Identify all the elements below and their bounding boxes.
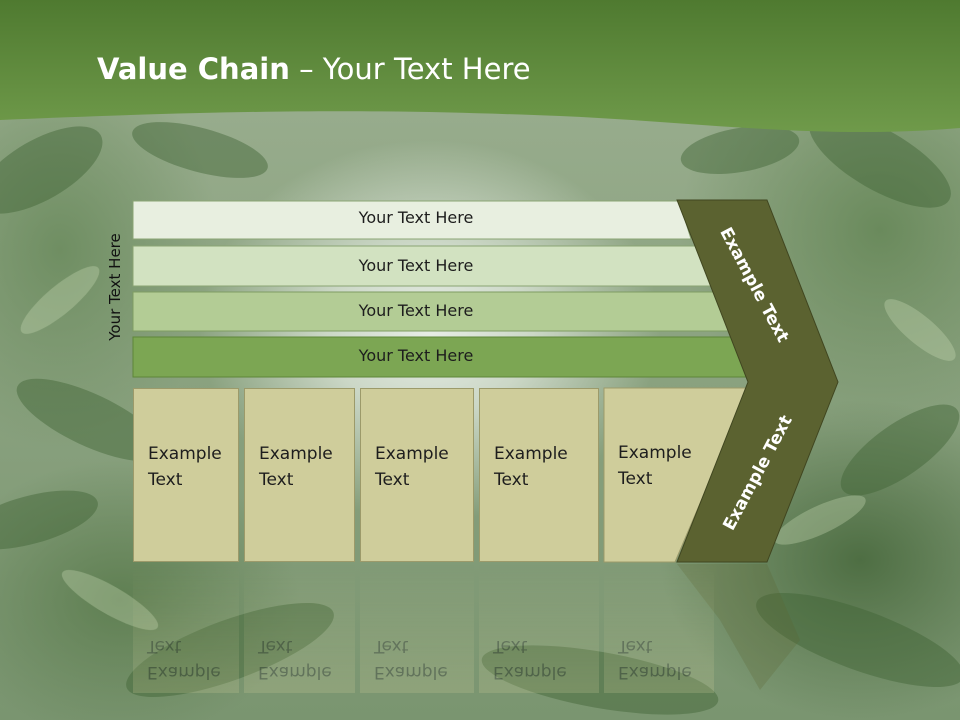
title-rest: – Your Text Here xyxy=(289,52,531,86)
row-label-2: Your Text Here xyxy=(358,256,474,275)
row-label-4: Your Text Here xyxy=(358,346,474,365)
chevron-reflection xyxy=(677,564,800,690)
row-label-1: Your Text Here xyxy=(358,208,474,227)
chevron-arrow xyxy=(676,199,839,563)
title-bold: Value Chain xyxy=(97,52,290,86)
page-title: Value Chain – Your Text Here xyxy=(97,52,531,86)
box-shape-5 xyxy=(603,387,758,563)
row-bar-1 xyxy=(132,200,692,240)
header-banner xyxy=(0,0,960,133)
row-label-3: Your Text Here xyxy=(358,301,474,320)
